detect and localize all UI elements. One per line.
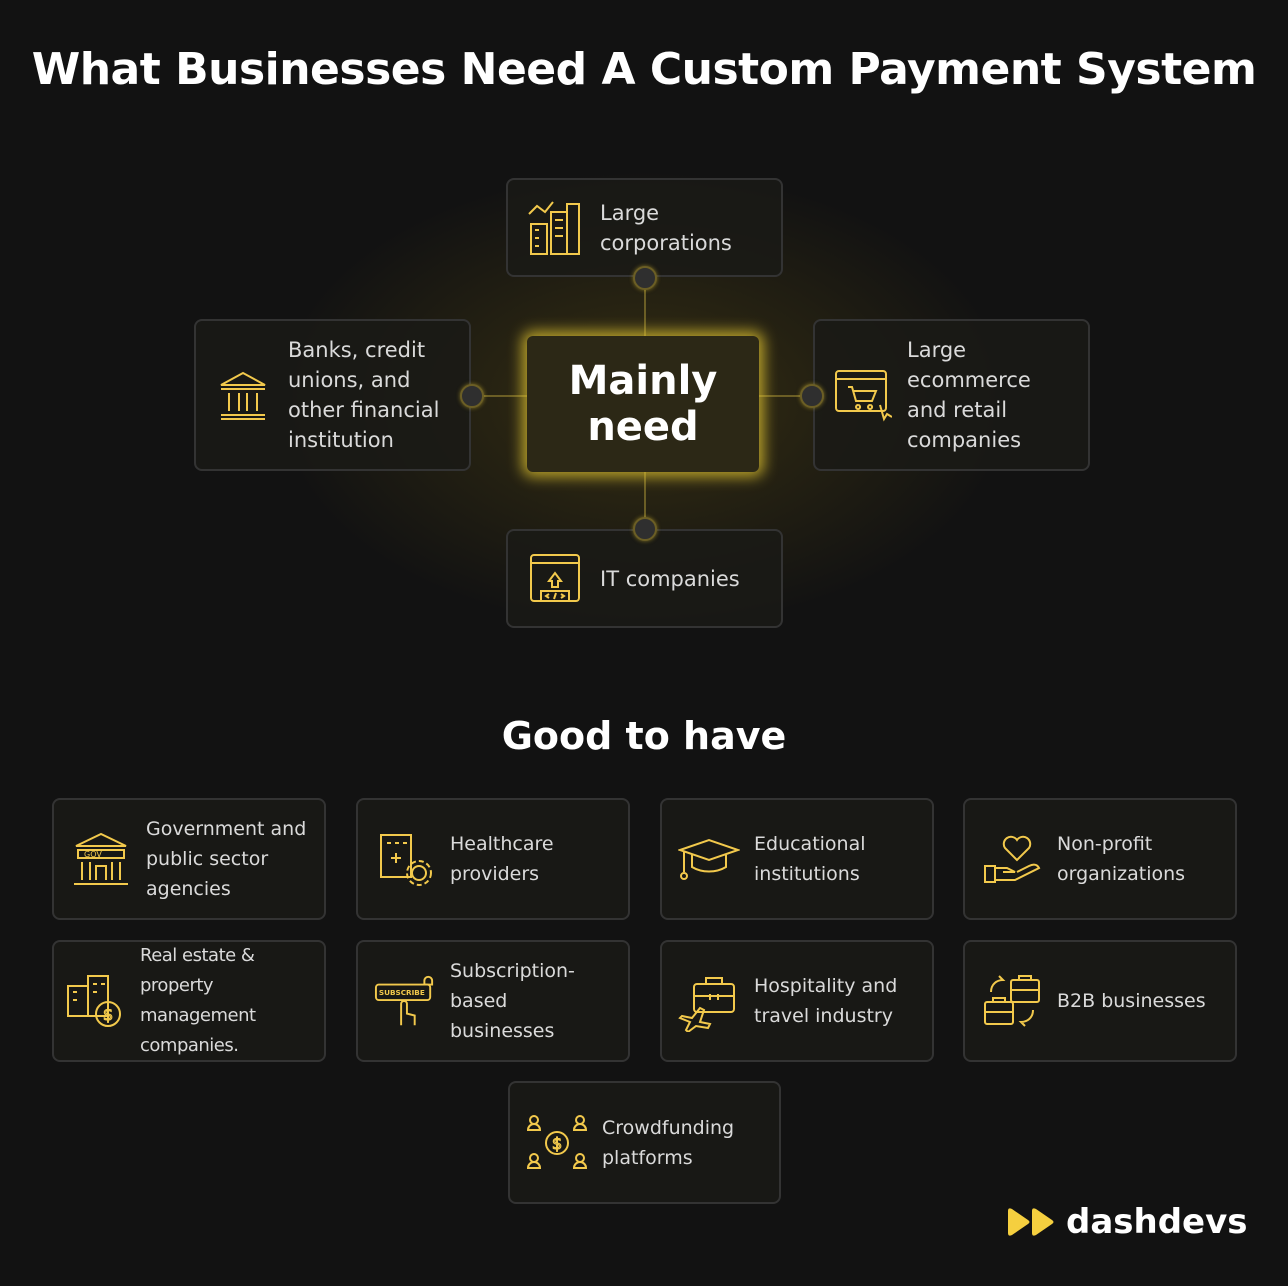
svg-text:$: $ [552,1134,562,1153]
heart-hand-icon [981,828,1043,890]
card-label: Government and public sector agencies [146,818,307,900]
card-label: Hospitality and travel industry [754,975,898,1027]
b2b-briefcase-icon [981,970,1043,1032]
card-label: IT companies [600,566,740,591]
connector-dot-bottom [633,517,657,541]
card-label: Banks, credit unions, and other financia… [288,338,440,452]
graduation-cap-icon [678,828,740,890]
connector-top [644,276,646,336]
card-government: GOV Government and public sector agencie… [52,798,326,920]
card-hospitality: Hospitality and travel industry [660,940,934,1062]
connector-left [470,395,527,397]
connector-dot-top [633,266,657,290]
logo-mark-icon [1008,1208,1054,1236]
logo-text: dashdevs [1066,1202,1248,1242]
bank-icon [212,364,274,426]
section-title: Good to have [501,714,787,758]
card-label: Subscription-based businesses [450,960,575,1042]
card-label: Real estate & property management compan… [140,945,256,1056]
connector-bottom [644,472,646,529]
government-building-icon: GOV [70,828,132,890]
card-subscription: SUBSCRIBE Subscription-based businesses [356,940,630,1062]
code-window-icon [524,548,586,610]
card-label: Healthcare providers [450,833,554,885]
svg-text:SUBSCRIBE: SUBSCRIBE [379,988,425,997]
card-healthcare: Healthcare providers [356,798,630,920]
card-crowdfunding: $ Crowdfunding platforms [508,1081,781,1204]
card-b2b: B2B businesses [963,940,1237,1062]
card-it-companies: IT companies [506,529,783,628]
hospital-icon [374,828,436,890]
subscribe-icon: SUBSCRIBE [374,970,436,1032]
card-education: Educational institutions [660,798,934,920]
card-banks: Banks, credit unions, and other financia… [194,319,471,471]
ecommerce-cart-icon [831,364,893,426]
card-label: Non-profit organizations [1057,833,1186,885]
card-real-estate: $ Real estate & property management comp… [52,940,326,1062]
svg-text:GOV: GOV [84,850,102,859]
svg-text:$: $ [103,1005,113,1024]
corporate-buildings-icon [524,197,586,259]
connector-dot-right [800,384,824,408]
connector-right [759,395,813,397]
connector-dot-left [460,384,484,408]
dashdevs-logo: dashdevs [1006,1202,1248,1242]
center-node: Mainly need [527,336,759,472]
card-large-corporations: Large corporations [506,178,783,277]
card-label: Crowdfunding platforms [602,1116,735,1169]
page-title: What Businesses Need A Custom Payment Sy… [31,44,1257,95]
card-ecommerce: Large ecommerce and retail companies [813,319,1090,471]
card-label: B2B businesses [1057,990,1206,1012]
travel-icon [678,970,740,1032]
card-label: Large corporations [600,200,732,255]
real-estate-icon: $ [64,970,126,1032]
crowdfunding-icon: $ [526,1112,588,1174]
card-label: Educational institutions [754,833,866,885]
card-nonprofit: Non-profit organizations [963,798,1237,920]
card-label: Large ecommerce and retail companies [907,338,1031,452]
